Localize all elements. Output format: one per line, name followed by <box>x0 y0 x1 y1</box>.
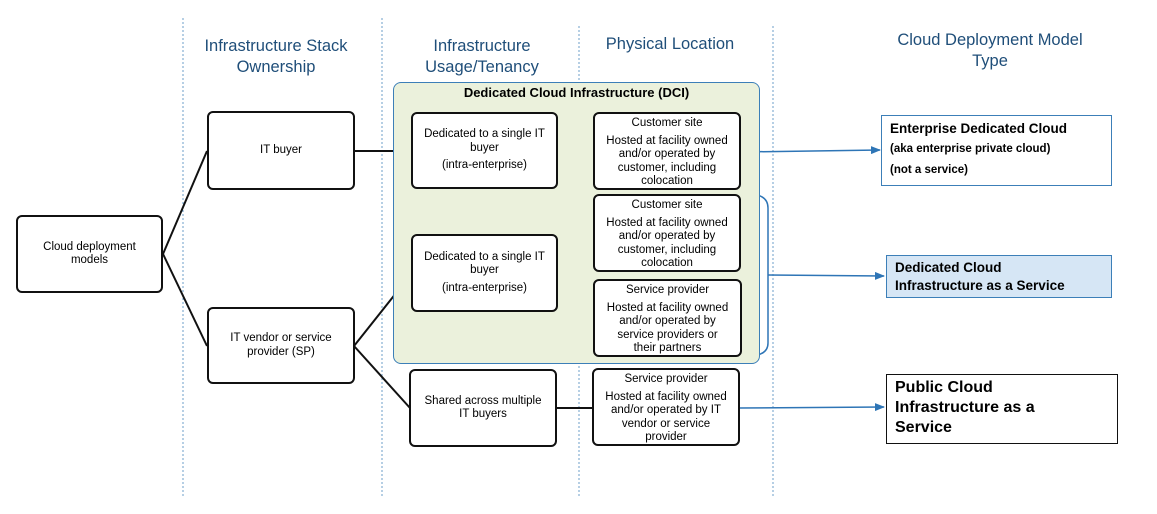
connector-root-to-it-vendor <box>162 253 208 347</box>
arrow-to-dciaas <box>767 271 885 280</box>
node-it-buyer: IT buyer <box>207 111 355 190</box>
outcome-enterprise-dedicated-cloud: Enterprise Dedicated Cloud (aka enterpri… <box>881 115 1112 186</box>
column-heading-location: Physical Location <box>605 35 735 53</box>
node-customer-site-1: Customer site Hosted at facility owned a… <box>593 112 741 190</box>
root-node-cloud-deployment-models: Cloud deployment models <box>16 215 163 293</box>
node-service-provider-1: Service provider Hosted at facility owne… <box>593 279 742 357</box>
node-dedicated-single-buyer-sp: Dedicated to a single IT buyer (intra-en… <box>411 234 558 312</box>
node-it-vendor: IT vendor or service provider (SP) <box>207 307 355 384</box>
outcome-public-cloud-iaas: Public Cloud Infrastructure as a Service <box>886 374 1118 444</box>
outcome-dedicated-cloud-iaas: Dedicated Cloud Infrastructure as a Serv… <box>886 255 1112 298</box>
node-service-provider-2: Service provider Hosted at facility owne… <box>592 368 740 446</box>
arrow-to-enterprise-cloud <box>740 146 881 155</box>
connector-root-to-it-buyer <box>162 150 208 255</box>
dci-title: Dedicated Cloud Infrastructure (DCI) <box>463 85 690 100</box>
node-dedicated-single-buyer: Dedicated to a single IT buyer (intra-en… <box>411 112 558 189</box>
node-customer-site-2: Customer site Hosted at facility owned a… <box>593 194 741 272</box>
arrow-to-public-cloud <box>738 403 885 412</box>
connector-it-vendor-to-shared <box>353 345 411 409</box>
column-heading-model-type: Cloud Deployment Model Type <box>897 31 1083 70</box>
column-heading-tenancy: Infrastructure Usage/Tenancy <box>425 37 539 76</box>
column-heading-ownership: Infrastructure Stack Ownership <box>204 37 348 76</box>
node-shared-multiple-buyers: Shared across multiple IT buyers <box>409 369 557 447</box>
